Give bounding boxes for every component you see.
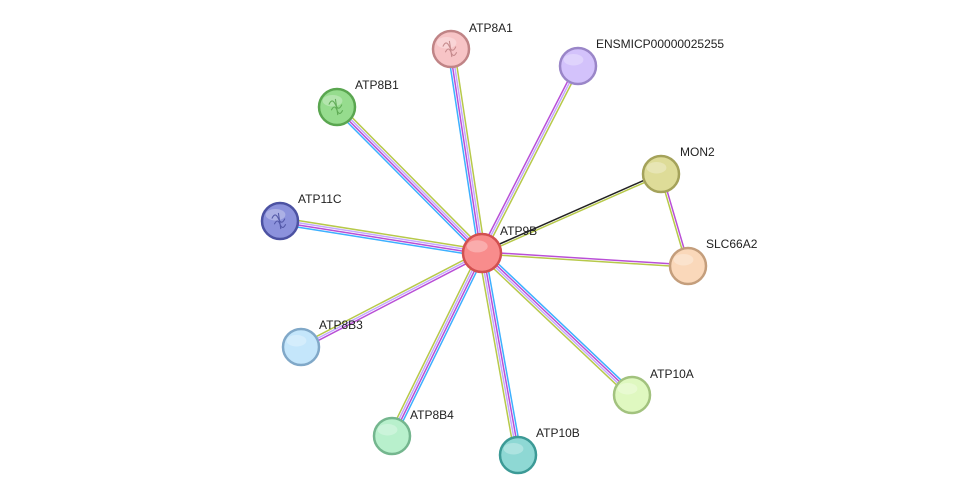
- node-label-atp8a1: ATP8A1: [469, 21, 513, 35]
- node-highlight: [617, 382, 638, 395]
- node-label-mon2: MON2: [680, 145, 715, 159]
- node-label-atp10a: ATP10A: [650, 367, 694, 381]
- node-atp8b4[interactable]: [372, 416, 412, 456]
- label-layer: ATP9B ATP8A1ENSMICP00000025255ATP8B1MON2A…: [298, 21, 758, 440]
- node-ensmicp00000025255[interactable]: [558, 46, 598, 86]
- edge-evidence-line: [481, 174, 663, 255]
- node-atp8b3[interactable]: [281, 327, 321, 367]
- edge-evidence-line: [480, 172, 662, 253]
- edge-evidence-line: [333, 108, 481, 257]
- protein-structure-icon: [442, 40, 458, 58]
- node-circle: [558, 46, 598, 86]
- protein-structure-icon: [271, 212, 287, 230]
- edge-evidence-line: [279, 219, 483, 253]
- node-highlight: [377, 423, 398, 436]
- edge-evidence-line: [482, 252, 520, 456]
- edge-atp9b-atp11c[interactable]: [278, 216, 484, 258]
- node-highlight: [673, 253, 694, 266]
- node-highlight: [466, 240, 488, 253]
- edge-evidence-line: [392, 252, 484, 438]
- node-mon2[interactable]: [641, 154, 681, 194]
- edge-atp9b-mon2[interactable]: [480, 172, 663, 255]
- node-circle: [281, 327, 321, 367]
- edge-evidence-line: [480, 252, 518, 456]
- edge-atp9b-atp8b4[interactable]: [388, 250, 486, 439]
- edge-evidence-line: [279, 216, 484, 251]
- edge-evidence-line: [446, 48, 480, 255]
- edge-evidence-line: [335, 107, 482, 255]
- node-circle: [641, 154, 681, 194]
- edge-evidence-line: [478, 254, 631, 399]
- node-circle: [498, 435, 538, 475]
- edge-evidence-line: [279, 221, 483, 255]
- node-label-atp8b3: ATP8B3: [319, 318, 363, 332]
- node-atp8a1[interactable]: [431, 29, 471, 69]
- edge-atp9b-atp8b3[interactable]: [299, 250, 484, 350]
- edge-evidence-line: [278, 223, 483, 258]
- edge-evidence-line: [481, 65, 579, 254]
- node-atp10a[interactable]: [612, 375, 652, 415]
- edge-evidence-line: [484, 251, 522, 456]
- edge-layer: [278, 47, 690, 457]
- edge-atp9b-atp8b1[interactable]: [333, 103, 486, 257]
- node-highlight: [563, 53, 584, 66]
- node-layer: [260, 29, 708, 475]
- edge-evidence-line: [449, 48, 482, 254]
- edge-evidence-line: [481, 253, 689, 268]
- node-atp10b[interactable]: [498, 435, 538, 475]
- edge-atp9b-atp8a1[interactable]: [446, 47, 487, 255]
- edge-evidence-line: [451, 48, 484, 254]
- edge-evidence-line: [479, 64, 577, 253]
- node-label-ensmicp00000025255: ENSMICP00000025255: [596, 37, 724, 51]
- edge-atp9b-atp10a[interactable]: [478, 249, 636, 399]
- node-label-atp8b4: ATP8B4: [410, 408, 454, 422]
- edge-atp9b-slc66a2[interactable]: [481, 251, 689, 268]
- node-circle: [461, 232, 503, 274]
- edge-atp9b-ensmicp00000025255[interactable]: [479, 64, 581, 255]
- node-highlight: [646, 161, 667, 174]
- node-atp9b[interactable]: [461, 232, 503, 274]
- node-highlight: [503, 442, 524, 455]
- node-label-atp10b: ATP10B: [536, 426, 580, 440]
- node-atp8b1[interactable]: [317, 87, 357, 127]
- node-highlight: [286, 334, 307, 347]
- protein-structure-icon: [328, 98, 344, 116]
- edge-evidence-line: [483, 249, 636, 394]
- edge-evidence-line: [390, 251, 482, 437]
- node-circle: [372, 416, 412, 456]
- edge-evidence-line: [299, 250, 482, 346]
- edge-evidence-line: [338, 103, 486, 252]
- node-atp11c[interactable]: [260, 201, 300, 241]
- node-slc66a2[interactable]: [668, 246, 708, 286]
- node-label-slc66a2: SLC66A2: [706, 237, 758, 251]
- edge-evidence-line: [394, 253, 486, 439]
- edge-evidence-line: [388, 250, 480, 436]
- node-label-atp11c: ATP11C: [298, 192, 342, 206]
- edge-evidence-line: [483, 66, 581, 255]
- edge-evidence-line: [453, 47, 487, 254]
- edge-evidence-line: [482, 251, 634, 395]
- node-circle: [612, 375, 652, 415]
- edge-evidence-line: [481, 251, 689, 266]
- edge-atp9b-atp10b[interactable]: [478, 251, 522, 457]
- edge-evidence-line: [337, 105, 484, 253]
- edge-evidence-line: [478, 252, 516, 457]
- node-label-atp9b: ATP9B: [500, 224, 537, 238]
- edge-evidence-line: [480, 253, 632, 397]
- node-circle: [668, 246, 708, 286]
- edge-evidence-line: [301, 254, 484, 350]
- node-label-atp8b1: ATP8B1: [355, 78, 399, 92]
- edge-evidence-line: [300, 252, 483, 348]
